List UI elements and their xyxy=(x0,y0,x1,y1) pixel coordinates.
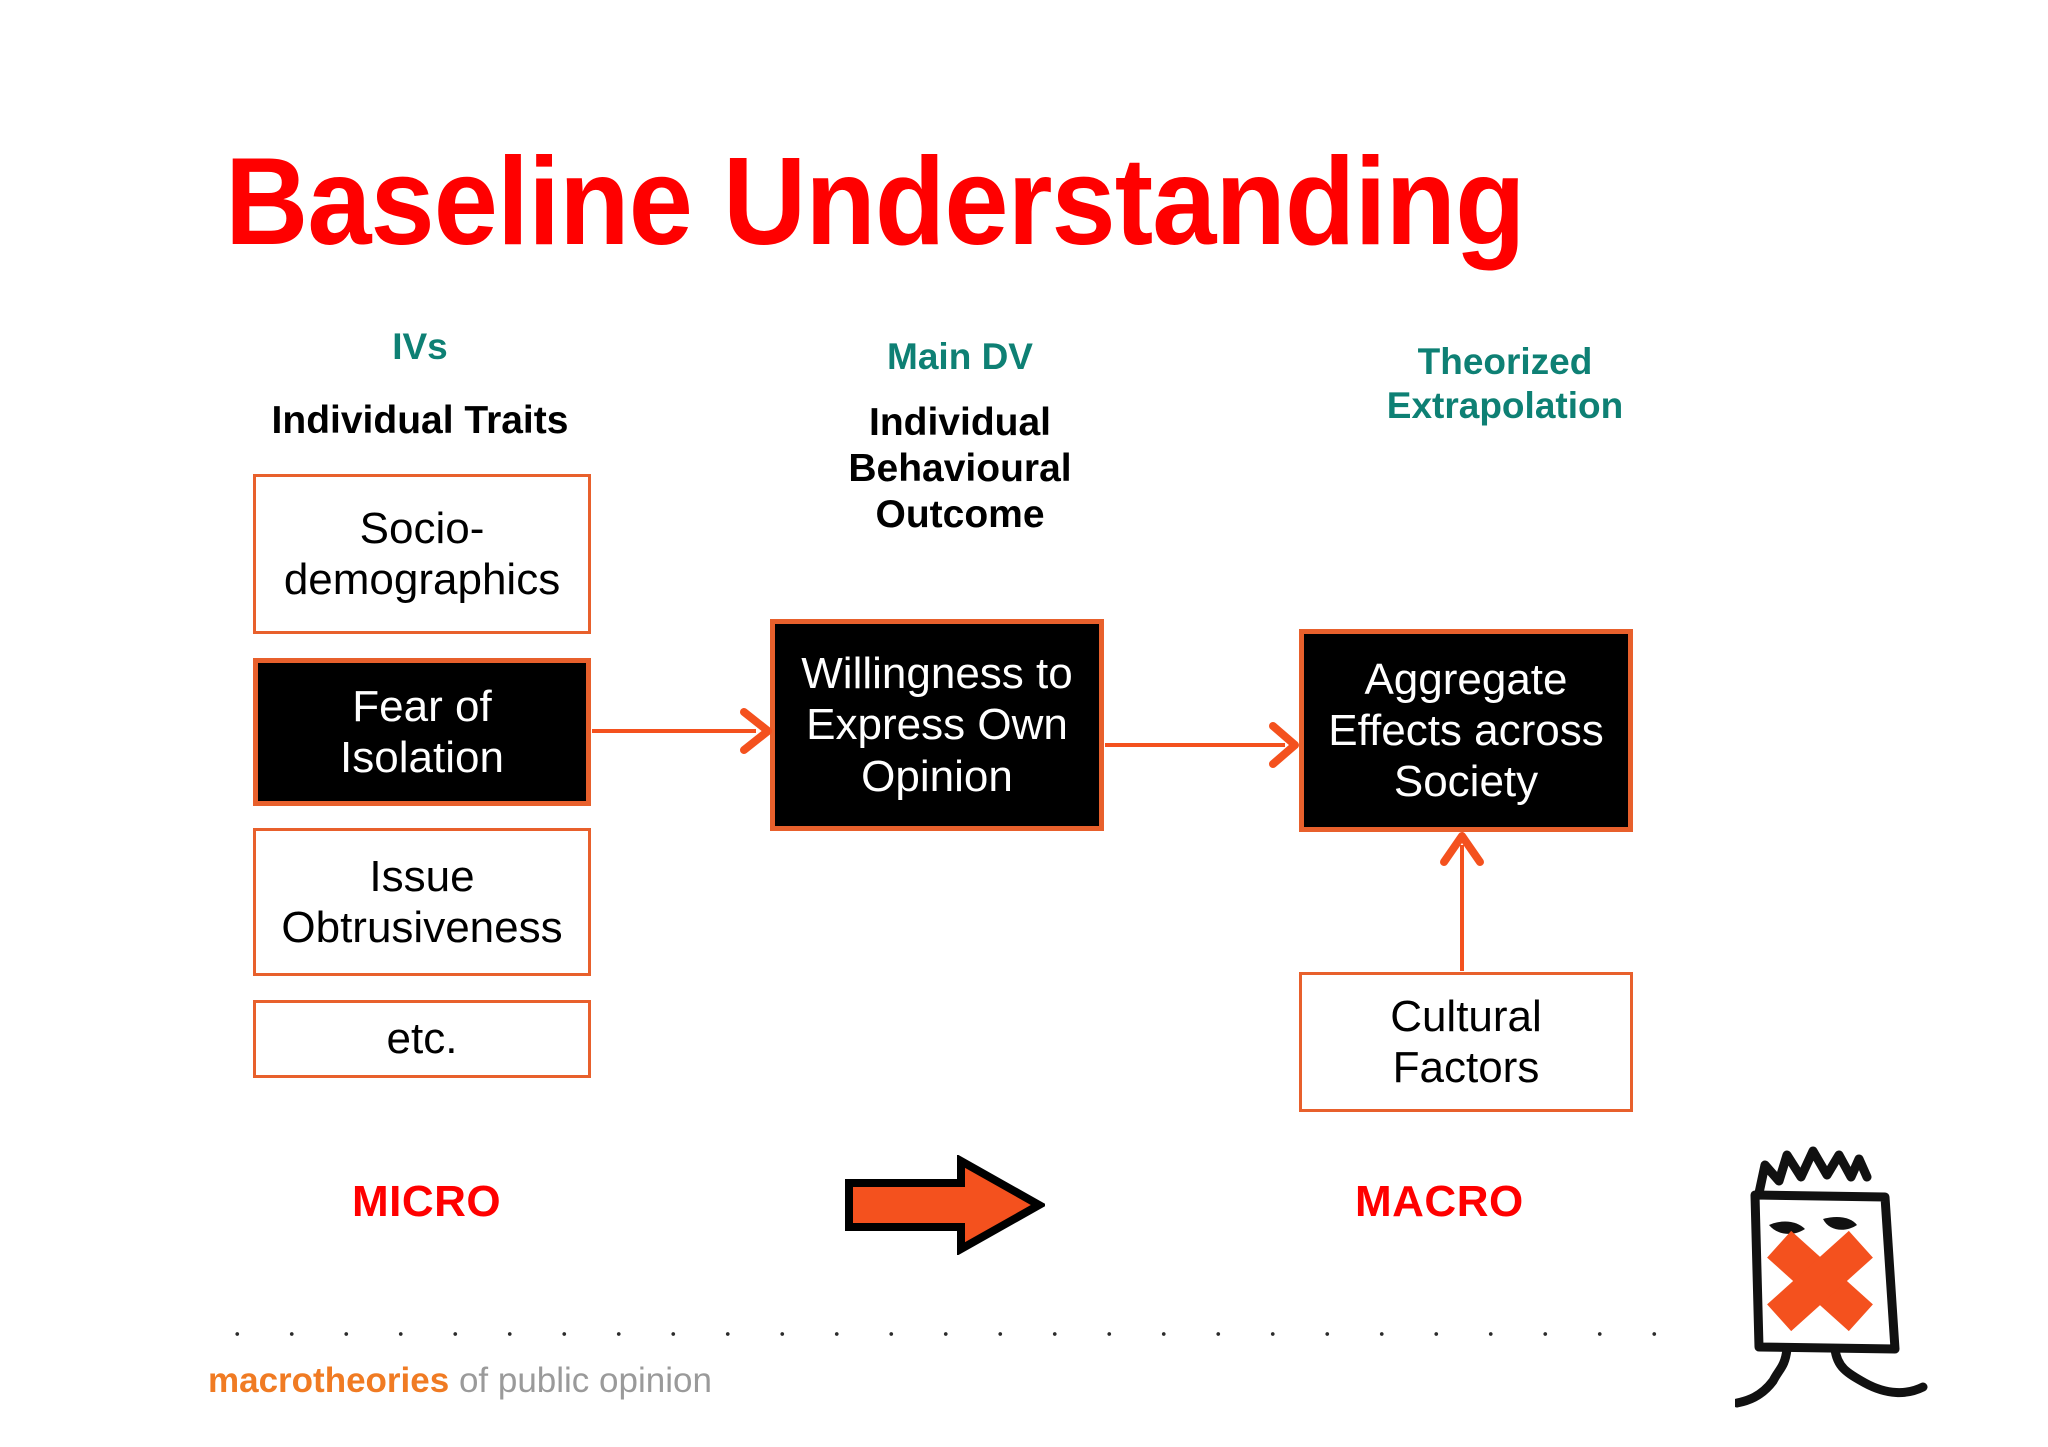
node-cultural-factors[interactable]: Cultural Factors xyxy=(1299,972,1633,1112)
label-macro: MACRO xyxy=(1355,1177,1524,1226)
column-heading-individual-behavioural-outcome: Individual Behavioural Outcome xyxy=(770,400,1150,538)
left-leg-icon xyxy=(1735,1344,1792,1408)
page-title: Baseline Understanding xyxy=(225,133,1526,271)
node-issue-obtrusiveness[interactable]: Issue Obtrusiveness xyxy=(253,828,591,976)
node-label-line-1: Aggregate xyxy=(1364,654,1568,704)
footer-branding: macrotheories of public opinion xyxy=(208,1361,712,1401)
node-label: Aggregate Effects across Society xyxy=(1328,654,1604,807)
silenced-person-doodle-icon xyxy=(1735,1146,1928,1408)
column-kicker-theorized-extrapolation: Theorized Extrapolation xyxy=(1320,340,1690,427)
node-aggregate-effects-across-society[interactable]: Aggregate Effects across Society xyxy=(1299,629,1633,832)
node-label: etc. xyxy=(386,1014,458,1064)
node-label-line-2: Factors xyxy=(1392,1043,1540,1092)
node-label-line-2: Effects across xyxy=(1328,705,1604,755)
label-micro: MICRO xyxy=(352,1177,502,1226)
arrow-cultural-to-aggregate xyxy=(1440,832,1484,971)
node-label: Cultural Factors xyxy=(1390,991,1542,1093)
node-willingness-to-express-own-opinion[interactable]: Willingness to Express Own Opinion xyxy=(770,619,1104,831)
heading-line-1: Individual xyxy=(868,401,1051,444)
right-leg-icon xyxy=(1830,1344,1928,1397)
node-etc[interactable]: etc. xyxy=(253,1000,591,1078)
arrow-fear-to-willingness xyxy=(592,708,772,754)
node-label-line-2: Express Own xyxy=(806,700,1068,750)
node-label-line-2: demographics xyxy=(283,555,561,604)
heading-line-3: Outcome xyxy=(875,493,1045,537)
node-label: Issue Obtrusiveness xyxy=(281,851,562,953)
big-right-arrow-icon xyxy=(845,1155,1045,1255)
column-kicker-ivs: IVs xyxy=(392,326,448,367)
arrow-willingness-to-aggregate xyxy=(1105,722,1299,768)
column-kicker-main-dv: Main DV xyxy=(887,336,1033,377)
head-outline-icon xyxy=(1750,1190,1900,1354)
heading-line-2: Behavioural xyxy=(848,447,1072,491)
node-socio-demographics[interactable]: Socio- demographics xyxy=(253,474,591,634)
node-label-line-1: Cultural xyxy=(1390,991,1542,1041)
footer-brand: macrotheories xyxy=(208,1361,450,1400)
node-label-line-3: Society xyxy=(1393,757,1539,807)
eyes-icon xyxy=(1769,1217,1857,1234)
node-label-line-1: Socio- xyxy=(359,503,485,553)
node-label: Socio- demographics xyxy=(284,503,560,605)
kicker-line-1: Theorized xyxy=(1417,341,1593,382)
hair-icon xyxy=(1754,1146,1872,1198)
footer-suffix: of public opinion xyxy=(449,1361,712,1400)
node-fear-of-isolation[interactable]: Fear of Isolation xyxy=(253,658,591,806)
kicker-line-2: Extrapolation xyxy=(1386,384,1624,426)
node-label: Willingness to Express Own Opinion xyxy=(801,648,1072,801)
node-label-line-1: Fear of xyxy=(352,681,492,731)
node-label-line-1: Issue xyxy=(369,851,475,901)
node-label-line-3: Opinion xyxy=(861,751,1013,801)
column-heading-individual-traits: Individual Traits xyxy=(271,399,569,442)
node-label: Fear of Isolation xyxy=(340,681,504,783)
node-label-line-2: Isolation xyxy=(340,733,504,782)
node-label-line-1: Willingness to xyxy=(801,649,1073,699)
node-label-line-2: Obtrusiveness xyxy=(281,903,563,952)
orange-x-icon xyxy=(1767,1230,1873,1332)
dotted-divider xyxy=(210,1329,1680,1339)
